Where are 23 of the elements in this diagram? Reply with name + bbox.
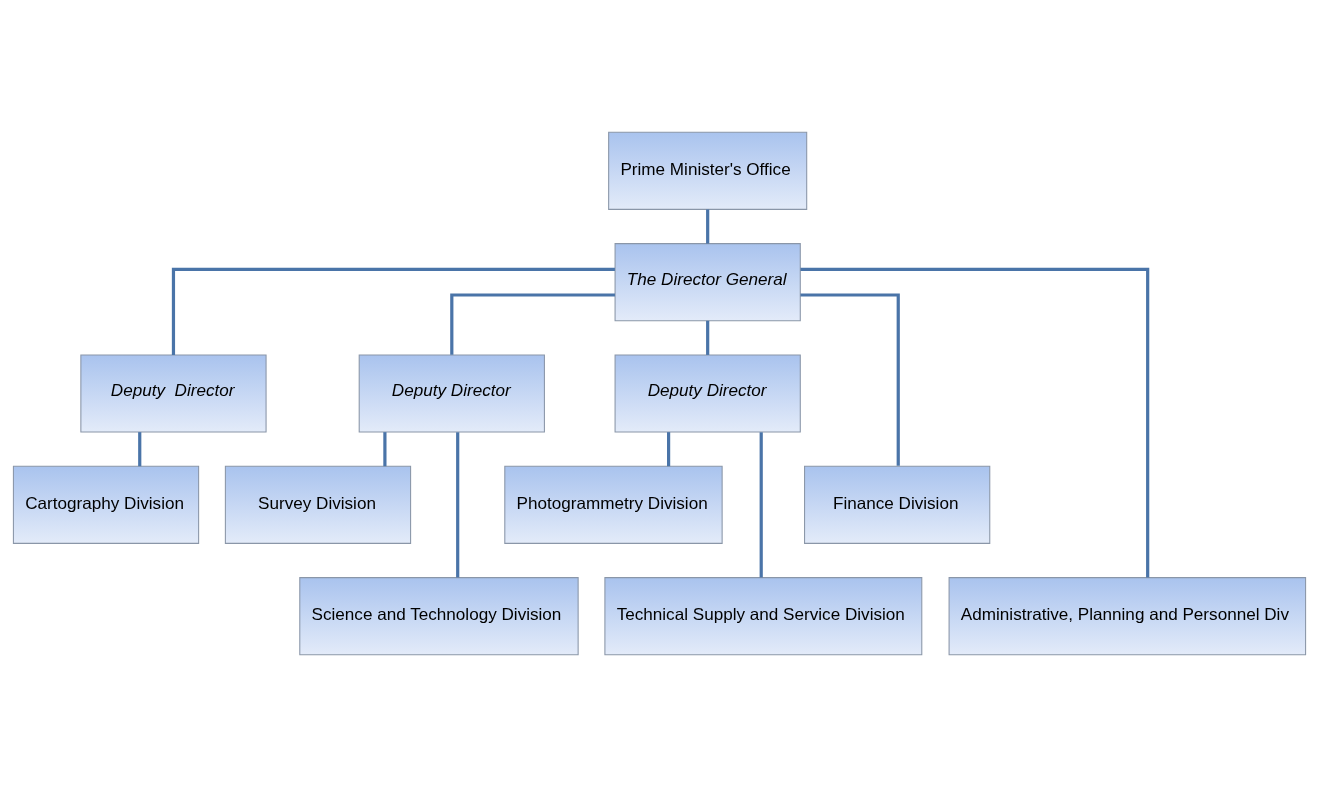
node-box: Cartography Division [12, 465, 200, 544]
node-box: Finance Division [804, 465, 991, 544]
node-box: Photogrammetry Division [504, 465, 723, 544]
node-box: Deputy Director [358, 354, 545, 433]
connector [800, 293, 900, 466]
connector [800, 267, 1150, 578]
connector [667, 432, 671, 467]
connector [450, 293, 615, 355]
node-box: The Director General [614, 243, 801, 322]
connector [383, 432, 387, 467]
connector [706, 209, 710, 244]
node-box: Science and Technology Division [299, 577, 579, 656]
connector [171, 267, 615, 355]
node-box: Administrative, Planning and Personnel Div [948, 577, 1307, 656]
connector [706, 320, 710, 355]
node-box: Deputy Director [614, 354, 801, 433]
node-box: Survey Division [224, 465, 412, 544]
node-box: Deputy Director [80, 354, 267, 433]
connector [456, 432, 460, 578]
connector [759, 432, 763, 578]
node-box: Prime Minister's Office [608, 131, 808, 210]
connector [138, 432, 142, 467]
node-box: Technical Supply and Service Division [604, 577, 923, 656]
